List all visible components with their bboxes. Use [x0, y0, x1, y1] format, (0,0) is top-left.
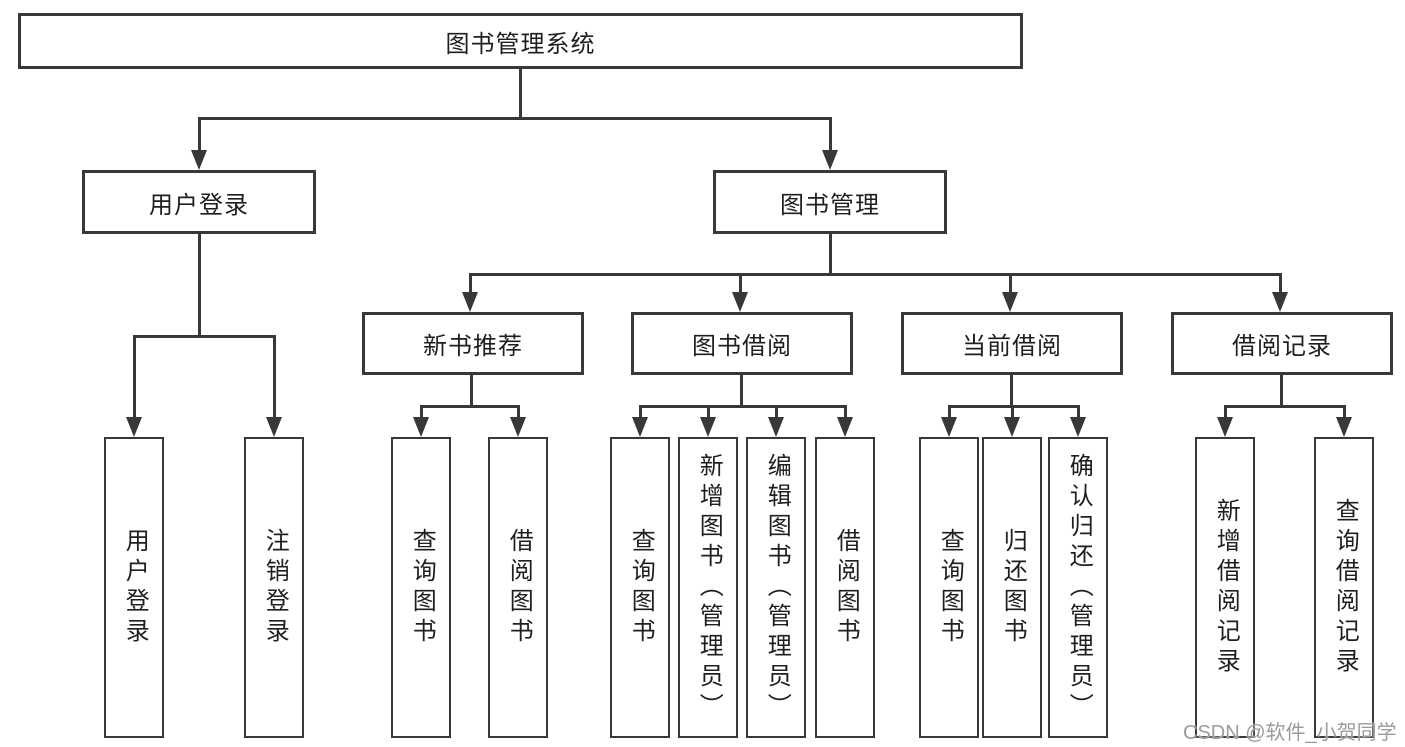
- connector-line: [1224, 405, 1346, 408]
- connector-line: [198, 234, 201, 338]
- leaf-search-borrow-record: 查询借阅记录: [1314, 437, 1374, 738]
- node-label: 新增图书（管理员）: [695, 452, 723, 723]
- node-label: 借阅图书: [505, 527, 533, 648]
- arrow-down-icon: [413, 417, 429, 437]
- arrow-down-icon: [1272, 292, 1288, 312]
- connector-line: [133, 335, 136, 419]
- leaf-logout: 注销登录: [244, 437, 304, 738]
- connector-line: [420, 405, 520, 408]
- connector-line: [198, 117, 201, 152]
- node-label: 注销登录: [261, 527, 289, 648]
- arrow-down-icon: [700, 417, 716, 437]
- arrow-down-icon: [126, 417, 142, 437]
- connector-line: [739, 273, 742, 295]
- node-label: 新书推荐: [423, 333, 523, 360]
- leaf-search-books-borrowing: 查询图书: [610, 437, 670, 738]
- node-label: 当前借阅: [962, 333, 1062, 360]
- connector-line: [775, 405, 778, 419]
- connector-line: [1280, 375, 1283, 408]
- connector-line: [948, 405, 1080, 408]
- arrow-down-icon: [462, 292, 478, 312]
- node-label: 编辑图书（管理员）: [763, 452, 791, 723]
- connector-line: [1009, 273, 1012, 295]
- node-label: 查询图书: [936, 527, 964, 648]
- arrow-down-icon: [1070, 417, 1086, 437]
- connector-line: [1010, 375, 1013, 408]
- arrow-down-icon: [768, 417, 784, 437]
- arrow-down-icon: [632, 417, 648, 437]
- node-label: 用户登录: [121, 527, 149, 648]
- arrow-down-icon: [1004, 417, 1020, 437]
- connector-line: [707, 405, 710, 419]
- connector-line: [829, 234, 832, 276]
- connector-line: [133, 335, 276, 338]
- node-label: 查询图书: [408, 527, 436, 648]
- leaf-confirm-return-admin: 确认归还（管理员）: [1048, 437, 1108, 738]
- leaf-search-books-recommend: 查询图书: [391, 437, 451, 738]
- node-book-borrowing: 图书借阅: [631, 312, 853, 375]
- arrow-down-icon: [266, 417, 282, 437]
- connector-line: [517, 405, 520, 419]
- node-label: 图书管理系统: [445, 30, 596, 58]
- node-label: 图书管理: [780, 191, 880, 219]
- leaf-edit-book-admin: 编辑图书（管理员）: [746, 437, 806, 738]
- node-borrowing-records: 借阅记录: [1171, 312, 1393, 375]
- leaf-borrow-books-recommend: 借阅图书: [488, 437, 548, 738]
- node-label: 归还图书: [999, 527, 1027, 648]
- arrow-down-icon: [191, 150, 207, 170]
- connector-line: [829, 117, 832, 152]
- connector-line: [740, 375, 743, 408]
- arrow-down-icon: [1217, 417, 1233, 437]
- node-label: 确认归还（管理员）: [1065, 452, 1093, 723]
- node-label: 新增借阅记录: [1212, 497, 1240, 678]
- arrow-down-icon: [837, 417, 853, 437]
- connector-line: [198, 117, 832, 120]
- connector-line: [1224, 405, 1227, 419]
- connector-line: [1343, 405, 1346, 419]
- arrow-down-icon: [1002, 292, 1018, 312]
- node-label: 借阅图书: [832, 527, 860, 648]
- connector-line: [469, 273, 1282, 276]
- connector-line: [519, 67, 522, 120]
- connector-line: [469, 273, 472, 295]
- connector-line: [639, 405, 642, 419]
- node-label: 查询图书: [627, 527, 655, 648]
- watermark: CSDN @软件_小贺同学: [1183, 722, 1397, 744]
- node-label: 查询借阅记录: [1331, 497, 1359, 678]
- node-label: 图书借阅: [692, 333, 792, 360]
- connector-line: [420, 405, 423, 419]
- arrow-down-icon: [822, 150, 838, 170]
- leaf-add-book-admin: 新增图书（管理员）: [678, 437, 738, 738]
- node-new-book-recommendation: 新书推荐: [362, 312, 584, 375]
- arrow-down-icon: [941, 417, 957, 437]
- leaf-search-books-current: 查询图书: [919, 437, 979, 738]
- connector-line: [948, 405, 951, 419]
- connector-line: [1279, 273, 1282, 295]
- node-label: 借阅记录: [1232, 333, 1332, 360]
- node-label: 用户登录: [149, 191, 249, 219]
- arrow-down-icon: [732, 292, 748, 312]
- node-current-borrowing: 当前借阅: [901, 312, 1123, 375]
- connector-line: [844, 405, 847, 419]
- leaf-add-borrow-record: 新增借阅记录: [1195, 437, 1255, 738]
- node-book-management: 图书管理: [713, 170, 947, 234]
- arrow-down-icon: [1336, 417, 1352, 437]
- leaf-return-book: 归还图书: [982, 437, 1042, 738]
- connector-line: [470, 375, 473, 408]
- arrow-down-icon: [510, 417, 526, 437]
- leaf-user-login: 用户登录: [104, 437, 164, 738]
- connector-line: [1077, 405, 1080, 419]
- connector-line: [273, 335, 276, 419]
- node-library-management-system: 图书管理系统: [18, 13, 1023, 69]
- connector-line: [639, 405, 847, 408]
- node-user-login: 用户登录: [82, 170, 316, 234]
- connector-line: [1011, 405, 1014, 419]
- leaf-borrow-books-borrowing: 借阅图书: [815, 437, 875, 738]
